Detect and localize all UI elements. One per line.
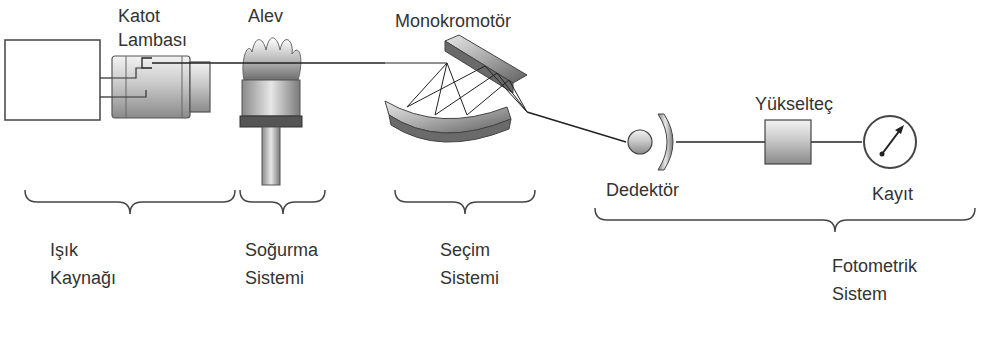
light-path <box>676 141 765 143</box>
component-label: Alev <box>248 4 308 28</box>
light-path <box>811 141 862 143</box>
light-path <box>304 62 385 64</box>
light-path <box>210 62 238 64</box>
group-brace <box>240 190 325 214</box>
detector: Dedektör <box>626 112 676 172</box>
power-supply <box>5 40 100 120</box>
component-label: Katot Lambası <box>118 4 210 52</box>
system-label: Işık Kaynağı <box>50 236 140 292</box>
flame-burner-shape <box>238 30 304 188</box>
group-brace <box>25 190 235 214</box>
group-brace <box>595 208 975 232</box>
component-label: Kayıt <box>872 182 942 206</box>
system-label: Fotometrik Sistem <box>832 252 942 308</box>
cathode-lamp-shape <box>112 52 210 120</box>
light-path <box>527 112 626 142</box>
recorder-meter-shape <box>862 114 918 170</box>
component-label: Dedektör <box>606 178 706 202</box>
amplifier: Yükselteç <box>765 120 811 164</box>
component-label: Yükselteç <box>755 92 865 116</box>
component-label: Monokromotör <box>395 9 535 33</box>
recorder-meter: Kayıt <box>862 114 918 170</box>
system-label: Seçim Sistemi <box>440 236 530 292</box>
cathode-lamp: Katot Lambası <box>112 52 210 120</box>
monochromator: Monokromotör <box>385 35 527 150</box>
group-brace <box>395 190 535 214</box>
detector-shape <box>626 112 676 172</box>
monochromator-shape <box>385 35 527 150</box>
supply-wire <box>100 96 113 97</box>
system-label: Soğurma Sistemi <box>245 236 340 292</box>
amplifier-shape <box>765 120 811 164</box>
flame-burner: Alev <box>238 30 304 188</box>
supply-wire <box>100 77 113 78</box>
